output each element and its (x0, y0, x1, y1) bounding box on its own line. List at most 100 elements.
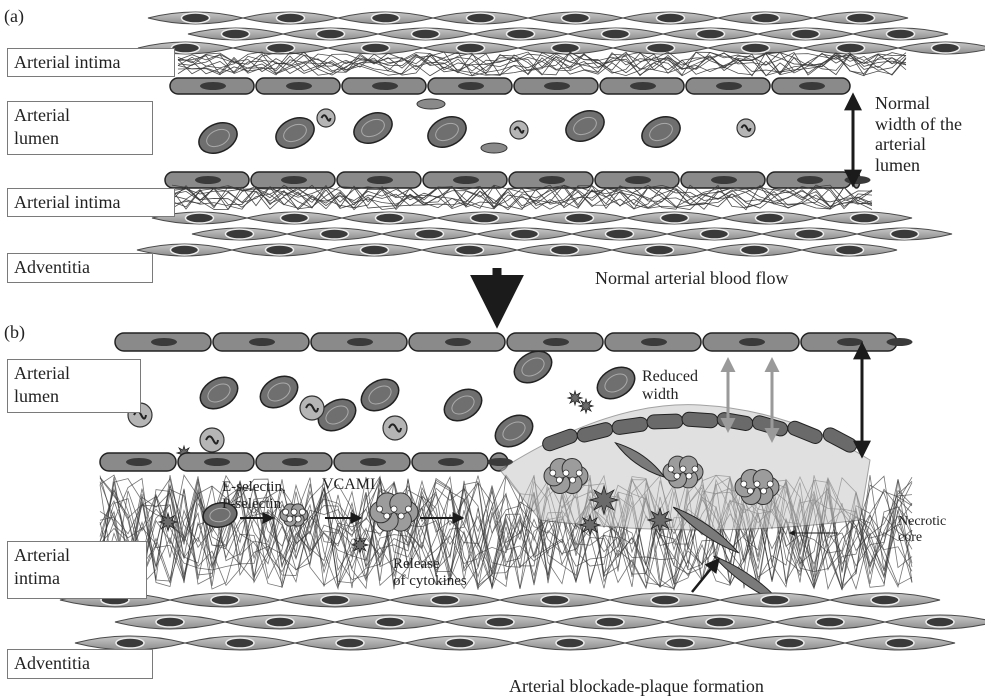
cytokine-burst (580, 515, 600, 535)
cell-nucleus (651, 595, 679, 605)
cell-nucleus (200, 82, 226, 90)
cell-nucleus (222, 29, 250, 39)
cell-nucleus (281, 213, 309, 223)
cell-nucleus (438, 458, 464, 466)
cell-nucleus (376, 213, 404, 223)
endothelium-bottom (165, 172, 871, 188)
lipid-droplet (674, 473, 680, 479)
red-blood-cell (439, 383, 488, 427)
fibrous-cap-cell (647, 414, 683, 429)
red-blood-cell (194, 117, 242, 159)
cell-nucleus (372, 13, 400, 23)
platelet (481, 143, 507, 153)
lipid-droplet (686, 473, 692, 479)
cell-nucleus (761, 595, 789, 605)
label-intima-bottom: Arterial intima (7, 188, 175, 217)
cell-nucleus (266, 617, 294, 627)
cell-nucleus (646, 245, 674, 255)
cell-nucleus (776, 638, 804, 648)
cell-nucleus (453, 176, 479, 184)
lipid-droplet (576, 470, 582, 476)
cell-nucleus (281, 176, 307, 184)
cytokine-burst (159, 513, 177, 531)
cell-nucleus (851, 213, 879, 223)
label-intima-top: Arterial intima (7, 48, 175, 77)
cell-nucleus (431, 595, 459, 605)
cell-nucleus (796, 229, 824, 239)
cell-nucleus (456, 245, 484, 255)
adventitia-cells-b (60, 593, 985, 650)
cell-nucleus (606, 229, 634, 239)
lipid-droplet (398, 513, 404, 519)
label-adventitia-a: Adventitia (7, 253, 153, 283)
cell-nucleus (837, 43, 865, 53)
lipid-droplet (384, 513, 390, 519)
red-blood-cell (255, 370, 304, 414)
cell-nucleus (697, 29, 725, 39)
cell-nucleus (511, 229, 539, 239)
cell-nucleus (266, 245, 294, 255)
cell-nucleus (321, 229, 349, 239)
cell-nucleus (446, 638, 474, 648)
lipid-droplet (563, 470, 569, 476)
adventitia-cells-bottom (137, 212, 952, 256)
cell-nucleus (630, 82, 656, 90)
cell-nucleus (666, 638, 694, 648)
cell-nucleus (277, 13, 305, 23)
cell-nucleus (792, 29, 820, 39)
cell-nucleus (347, 338, 373, 346)
cell-nucleus (556, 638, 584, 648)
cell-nucleus (186, 213, 214, 223)
cell-nucleus (116, 638, 144, 648)
cell-nucleus (539, 176, 565, 184)
vcam-annotation: VCAMI (322, 476, 375, 494)
cell-nucleus (552, 43, 580, 53)
cell-nucleus (887, 338, 913, 346)
lipid-droplet (761, 488, 767, 494)
cell-nucleus (321, 595, 349, 605)
cell-nucleus (367, 176, 393, 184)
cell-nucleus (211, 595, 239, 605)
cytokine-burst (590, 486, 618, 514)
cell-nucleus (741, 245, 769, 255)
cell-nucleus (886, 638, 914, 648)
lipid-droplet (550, 470, 556, 476)
intima-fibers-bottom (172, 185, 872, 210)
cell-nucleus (799, 82, 825, 90)
cell-nucleus (286, 82, 312, 90)
cell-nucleus (151, 338, 177, 346)
cell-nucleus (847, 13, 875, 23)
lipid-droplet (741, 481, 747, 487)
lipid-droplet (299, 509, 305, 515)
cell-nucleus (562, 13, 590, 23)
fibrous-cap-cell (682, 412, 719, 428)
cell-nucleus (706, 617, 734, 627)
platelet (417, 99, 445, 109)
cytokine-burst (648, 508, 672, 532)
cell-nucleus (467, 13, 495, 23)
cell-nucleus (226, 638, 254, 648)
panel-b-caption: Arterial blockade-plaque formation (509, 676, 764, 697)
cell-nucleus (457, 43, 485, 53)
cell-nucleus (602, 29, 630, 39)
lipid-droplet (556, 477, 562, 483)
cell-nucleus (360, 458, 386, 466)
endothelium-top-b (115, 333, 913, 351)
cell-nucleus (887, 29, 915, 39)
cell-nucleus (543, 338, 569, 346)
red-blood-cell (356, 373, 405, 417)
cell-nucleus (544, 82, 570, 90)
cell-nucleus (891, 229, 919, 239)
cell-nucleus (249, 338, 275, 346)
lipid-droplet (692, 466, 698, 472)
adventitia-cells-top (138, 12, 985, 54)
cell-nucleus (926, 617, 954, 627)
lipid-droplet (391, 506, 397, 512)
lipid-droplet (570, 477, 576, 483)
cell-nucleus (195, 176, 221, 184)
cytokine-burst (579, 399, 593, 413)
cell-nucleus (376, 617, 404, 627)
reduced-width-annotation: Reduced width (642, 368, 698, 405)
red-blood-cell (592, 361, 641, 405)
lumen-blood-cells (194, 99, 755, 159)
